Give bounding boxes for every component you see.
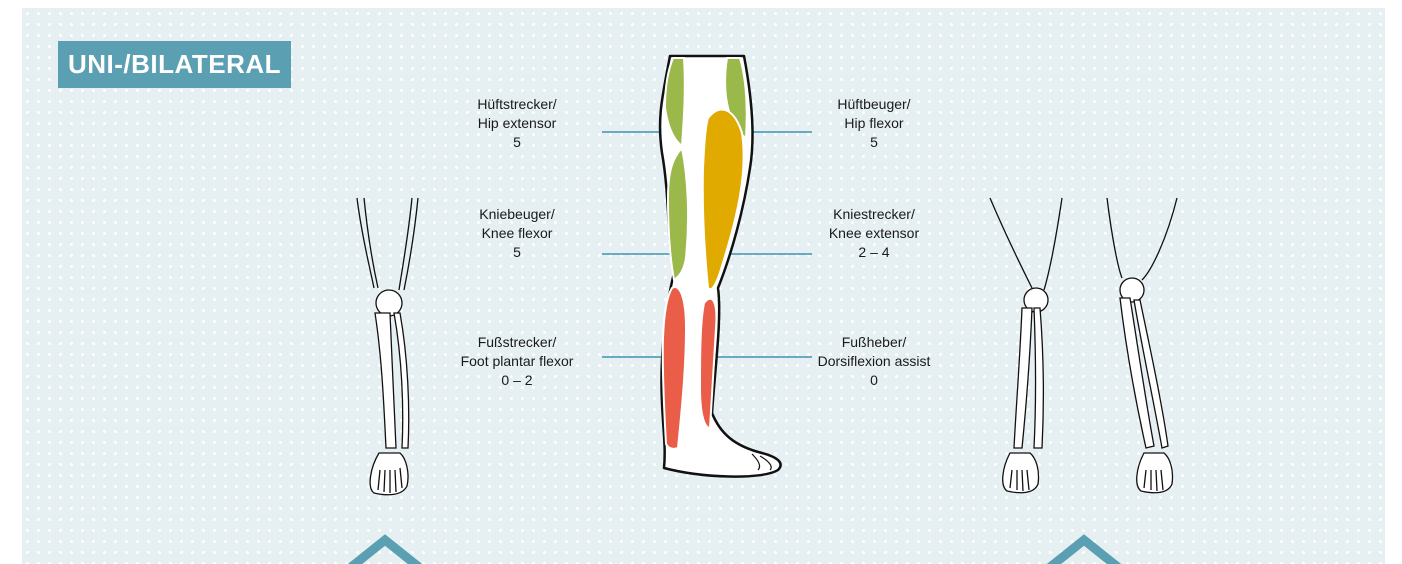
label-value: 0 bbox=[784, 371, 964, 390]
arrow-up-right bbox=[1049, 540, 1119, 564]
skeleton-leg-right-back bbox=[1107, 198, 1177, 493]
label-de: Hüftbeuger/ bbox=[784, 95, 964, 114]
diagram-graphics bbox=[22, 8, 1385, 564]
muscle-dorsiflexion bbox=[700, 299, 716, 428]
diagram-panel: UNI-/BILATERAL bbox=[22, 8, 1385, 564]
label-de: Hüftstrecker/ bbox=[427, 95, 607, 114]
label-knee-extensor: Kniestrecker/ Knee extensor 2 – 4 bbox=[784, 205, 964, 262]
muscle-knee-extensor bbox=[703, 110, 744, 290]
label-knee-flexor: Kniebeuger/ Knee flexor 5 bbox=[427, 205, 607, 262]
label-value: 2 – 4 bbox=[784, 243, 964, 262]
label-de: Kniestrecker/ bbox=[784, 205, 964, 224]
leg-illustration bbox=[660, 56, 781, 477]
label-value: 5 bbox=[427, 243, 607, 262]
label-en: Knee flexor bbox=[427, 224, 607, 243]
label-value: 0 – 2 bbox=[427, 371, 607, 390]
label-foot-plantar-flexor: Fußstrecker/ Foot plantar flexor 0 – 2 bbox=[427, 333, 607, 390]
label-en: Foot plantar flexor bbox=[427, 352, 607, 371]
label-dorsiflexion-assist: Fußheber/ Dorsiflexion assist 0 bbox=[784, 333, 964, 390]
label-de: Fußheber/ bbox=[784, 333, 964, 352]
skeleton-leg-left bbox=[357, 198, 418, 495]
label-value: 5 bbox=[784, 133, 964, 152]
label-hip-extensor: Hüftstrecker/ Hip extensor 5 bbox=[427, 95, 607, 152]
label-hip-flexor: Hüftbeuger/ Hip flexor 5 bbox=[784, 95, 964, 152]
label-value: 5 bbox=[427, 133, 607, 152]
muscle-knee-flexor bbox=[668, 148, 688, 280]
label-en: Knee extensor bbox=[784, 224, 964, 243]
label-en: Hip extensor bbox=[427, 114, 607, 133]
arrow-up-left bbox=[350, 540, 420, 564]
label-en: Dorsiflexion assist bbox=[784, 352, 964, 371]
label-de: Fußstrecker/ bbox=[427, 333, 607, 352]
skeleton-leg-right-front bbox=[990, 198, 1062, 493]
label-en: Hip flexor bbox=[784, 114, 964, 133]
label-de: Kniebeuger/ bbox=[427, 205, 607, 224]
